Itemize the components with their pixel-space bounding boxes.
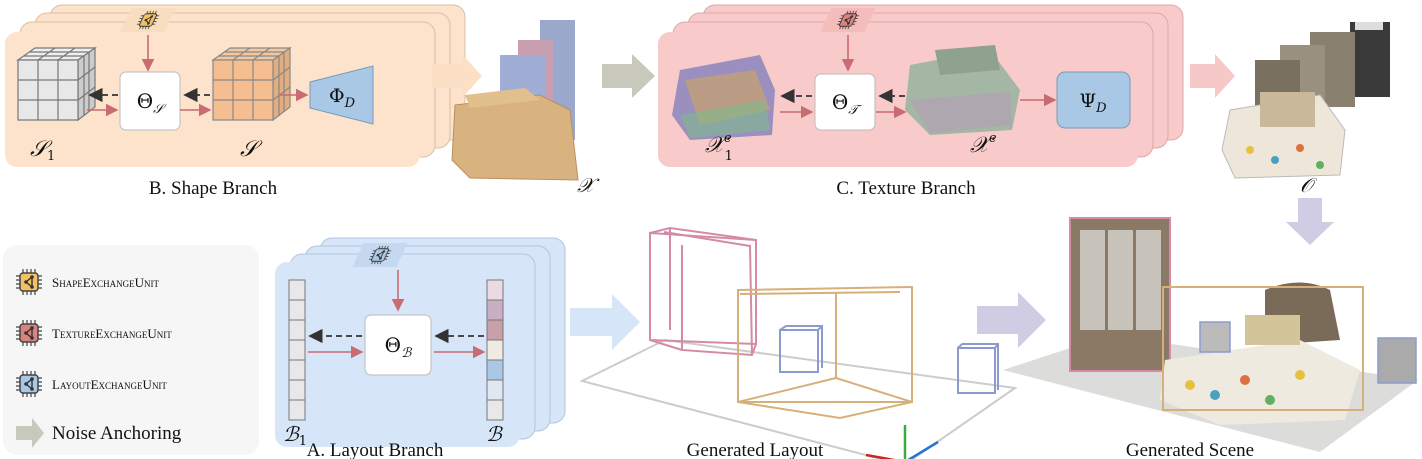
floor-plane [579, 338, 1018, 459]
voxel-cube-output [211, 46, 292, 122]
shape-decoder-label: ΦD [329, 85, 356, 111]
legend-panel [3, 245, 259, 455]
noise-anchoring-arrow [602, 54, 655, 98]
texture-operator-box [814, 73, 876, 131]
generated-layout-caption: Generated Layout [687, 440, 824, 459]
flow-arrow [570, 294, 640, 350]
shape-branch: Θ𝒮 ΦD 𝒮1 𝒮 B. Shape Branch [5, 4, 466, 199]
legend: ShapeExchangeUnit TextureExchangeUnit La… [3, 245, 259, 455]
flow-arrow [432, 54, 482, 98]
noisy-texture-bed-image [672, 55, 775, 140]
shape-exchange-unit-chip-icon [120, 8, 176, 32]
generated-layout-boxes [579, 226, 1018, 459]
z-axis-gizmo [907, 440, 939, 459]
layout-operator-box [364, 314, 432, 376]
layout-branch-caption: A. Layout Branch [307, 440, 444, 459]
legend-layout-exchange-unit: LayoutExchangeUnit [52, 377, 167, 392]
texture-branch-card [658, 32, 1138, 167]
layout-operator: Θℬ [385, 333, 412, 361]
wardrobe-bounding-box [649, 226, 757, 357]
voxel-cube-input [16, 46, 97, 122]
denoised-texture-bed-image [905, 45, 1020, 135]
textured-objects-image [1221, 22, 1390, 179]
flow-arrow [1190, 54, 1235, 98]
layout-branch: Θℬ ℬ1 ℬ A. Layout Branch [275, 237, 566, 459]
shape-branch-caption: B. Shape Branch [149, 178, 278, 199]
layout-input-label: ℬ1 [283, 422, 307, 449]
texture-decoder-label: ΨD [1079, 90, 1107, 116]
texture-exchange-unit-chip-icon [820, 8, 876, 32]
shape-operator-box [119, 71, 181, 131]
flow-arrow [977, 292, 1046, 348]
texture-branch-caption: C. Texture Branch [836, 178, 976, 199]
shape-result-label: 𝒳 [577, 173, 600, 197]
legend-shape-exchange-unit: ShapeExchangeUnit [52, 275, 160, 290]
voxel-shapes-image [451, 20, 579, 181]
texture-decoder [1056, 71, 1131, 129]
nightstand [1199, 321, 1231, 353]
nightstand [1377, 337, 1417, 384]
generated-scene-caption: Generated Scene [1126, 440, 1254, 459]
generated-scene-image [1003, 217, 1418, 452]
bed [1160, 340, 1360, 425]
layout-token-column-output [486, 279, 504, 421]
bed-bounding-box [1162, 286, 1364, 411]
layout-token-column-input [288, 279, 306, 421]
nightstand-bounding-box [957, 343, 999, 394]
legend-texture-exchange-unit: TextureExchangeUnit [52, 326, 172, 341]
flow-arrow-down [1286, 198, 1334, 245]
layout-exchange-unit-chip-icon [352, 243, 408, 267]
layout-output-label: ℬ [486, 422, 503, 446]
texture-result-label: 𝒪 [1300, 173, 1318, 197]
noise-anchoring-arrow-icon [16, 418, 44, 448]
x-axis-gizmo [865, 453, 896, 459]
nightstand-bounding-box [779, 325, 823, 373]
bed-bounding-box [737, 285, 913, 420]
legend-noise-anchoring: Noise Anchoring [52, 423, 182, 444]
shape-decoder [309, 65, 374, 125]
